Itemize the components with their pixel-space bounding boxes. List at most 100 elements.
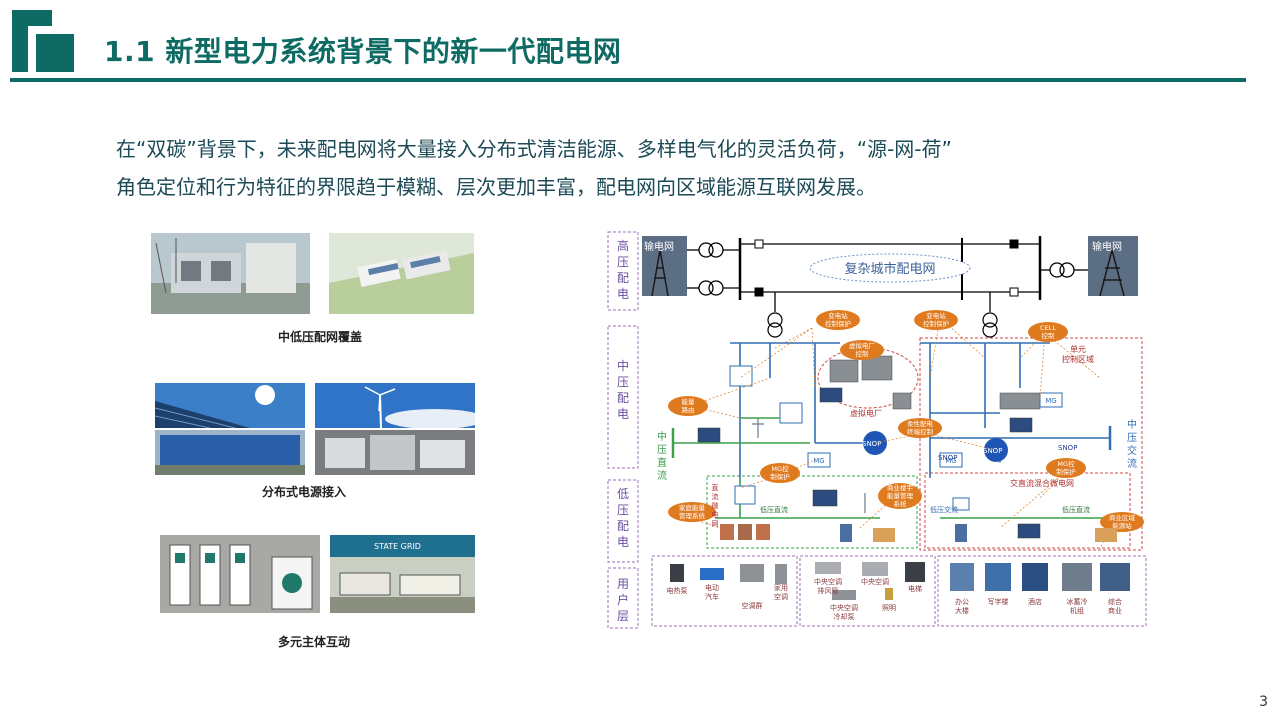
tag-text: 控制	[1042, 331, 1056, 340]
tag-vpp-control	[840, 340, 884, 360]
user-label: 酒店	[1028, 597, 1042, 606]
tag-text: 控制保护	[825, 319, 851, 328]
tag-text: 制保护	[1056, 467, 1076, 476]
tag-text: 能源站	[1112, 521, 1132, 530]
layer-label-mid: 中	[617, 358, 629, 373]
user-label: 空调群	[742, 601, 763, 610]
user-label: 冷却泵	[834, 612, 855, 621]
user-label: 家用	[774, 583, 788, 592]
user-label: 综合	[1108, 597, 1122, 606]
layer-label-low: 电	[617, 535, 629, 549]
dc-microgrid-label: 流	[712, 492, 719, 501]
intro-line-1: 在“双碳”背景下，未来配电网将大量接入分布式清洁能源、多样电气化的灵活负荷，“源…	[116, 137, 952, 161]
lv-ac-label: 低压交流	[930, 505, 958, 514]
layer-label-high: 高	[617, 238, 629, 253]
lv-dc-label-2: 低压直流	[1062, 505, 1090, 514]
power-electronics-photo	[315, 430, 475, 475]
tag-substation-right	[914, 310, 958, 330]
page-number: 3	[1259, 694, 1268, 710]
dc-microgrid-label: 电	[712, 510, 719, 519]
mg-label-3: MG	[1045, 397, 1056, 405]
user-label: 电动	[705, 583, 719, 592]
mg-box-1	[807, 452, 831, 468]
mv-ac-label: 压	[1127, 432, 1137, 444]
tag-text: 终端控制	[907, 427, 934, 436]
lv-dc-label: 低压直流	[760, 505, 788, 514]
transmission-grid-right	[1088, 236, 1138, 296]
mv-dc-label: 压	[657, 444, 667, 456]
layer-label-high: 配	[617, 271, 629, 285]
layer-label-user: 户	[617, 592, 629, 607]
user-label: 电热泵	[667, 586, 688, 595]
tag-text: 柔性配电	[907, 419, 934, 428]
tag-home-ems	[668, 502, 716, 522]
substation-photo-1	[151, 233, 310, 314]
dc-microgrid-label: 微	[712, 501, 719, 510]
tag-text: MG控	[771, 464, 789, 473]
transmission-grid-left	[642, 236, 687, 296]
mv-ac-label: 中	[1127, 418, 1137, 431]
vpp-label: 虚拟电厂	[850, 408, 882, 418]
tag-text: 虚拟电厂	[849, 341, 876, 350]
ev-station-canopy-photo: STATE GRID	[330, 535, 475, 613]
city-grid-ellipse	[809, 253, 971, 283]
tag-text: 控制保护	[923, 319, 949, 328]
intro-paragraph: 在“双碳”背景下，未来配电网将大量接入分布式清洁能源、多样电气化的灵活负荷，“源…	[116, 130, 1196, 206]
tag-text: 系统	[894, 499, 908, 508]
layer-label-user: 用	[617, 577, 629, 591]
user-label: 中央空调	[861, 577, 889, 586]
hybrid-microgrid-label: 交直流混合微电网	[1010, 478, 1074, 488]
layer-box-user	[607, 567, 639, 629]
state-grid-sign: STATE GRID	[374, 542, 421, 551]
snop-label-2: SNOP	[938, 454, 957, 462]
tag-text: 管理系统	[679, 511, 706, 520]
tag-text: MG控	[1057, 459, 1075, 468]
user-label: 空调	[774, 592, 788, 601]
user-label: 写字楼	[988, 597, 1009, 606]
logo-icon	[12, 10, 74, 72]
solar-panel-photo	[155, 383, 305, 428]
tag-text: 商业区域	[1109, 513, 1136, 522]
mv-dc-label: 直	[657, 456, 667, 469]
user-label: 电梯	[908, 584, 922, 593]
layer-label-mid: 压	[617, 375, 629, 389]
layer-label-low: 配	[617, 519, 629, 533]
tag-text: 家庭能量	[679, 503, 706, 512]
mv-ac-label: 交	[1127, 444, 1137, 457]
layer-label-high: 电	[617, 287, 629, 301]
substation-photo-2	[329, 233, 474, 314]
mg-label-1: MG	[813, 457, 824, 465]
grid-label-left: 输电网	[644, 240, 674, 253]
cell-region-label: 单元	[1070, 344, 1086, 354]
tag-text: 能量管理	[887, 491, 914, 500]
caption-multi-actor: 多元主体互动	[278, 635, 351, 649]
user-group-building	[799, 555, 936, 627]
tag-substation-left	[816, 310, 860, 330]
layer-label-mid: 电	[617, 407, 629, 421]
user-label: 照明	[882, 604, 896, 612]
user-group-commercial	[937, 555, 1147, 627]
tag-cell-control	[1028, 322, 1068, 342]
tag-text: CELL	[1040, 324, 1056, 332]
tag-mg-control-1	[760, 463, 800, 483]
layer-box-mid	[607, 325, 639, 469]
user-label: 机组	[1070, 606, 1084, 615]
user-label: 大楼	[955, 606, 969, 615]
tag-text: 制保护	[770, 472, 790, 481]
layer-label-high: 压	[617, 255, 629, 269]
city-grid-label: 复杂城市配电网	[844, 261, 935, 277]
hybrid-microgrid-box	[924, 472, 1131, 549]
snop-label-3: SNOP	[1058, 444, 1077, 452]
charging-station-photo	[160, 535, 320, 613]
mg-box-3	[1039, 392, 1063, 408]
caption-coverage: 中低压配网覆盖	[278, 330, 363, 344]
wind-turbine-photo	[315, 383, 475, 428]
layer-label-mid: 配	[617, 391, 629, 405]
title-divider	[10, 78, 1246, 82]
tag-mg-control-2	[1046, 458, 1086, 478]
user-label: 商业	[1108, 606, 1122, 615]
tag-text: 控制	[856, 349, 870, 358]
snop-label-4: SNOP	[983, 447, 1002, 455]
layer-label-low: 压	[617, 503, 629, 517]
dc-microgrid-label: 网	[712, 520, 719, 528]
